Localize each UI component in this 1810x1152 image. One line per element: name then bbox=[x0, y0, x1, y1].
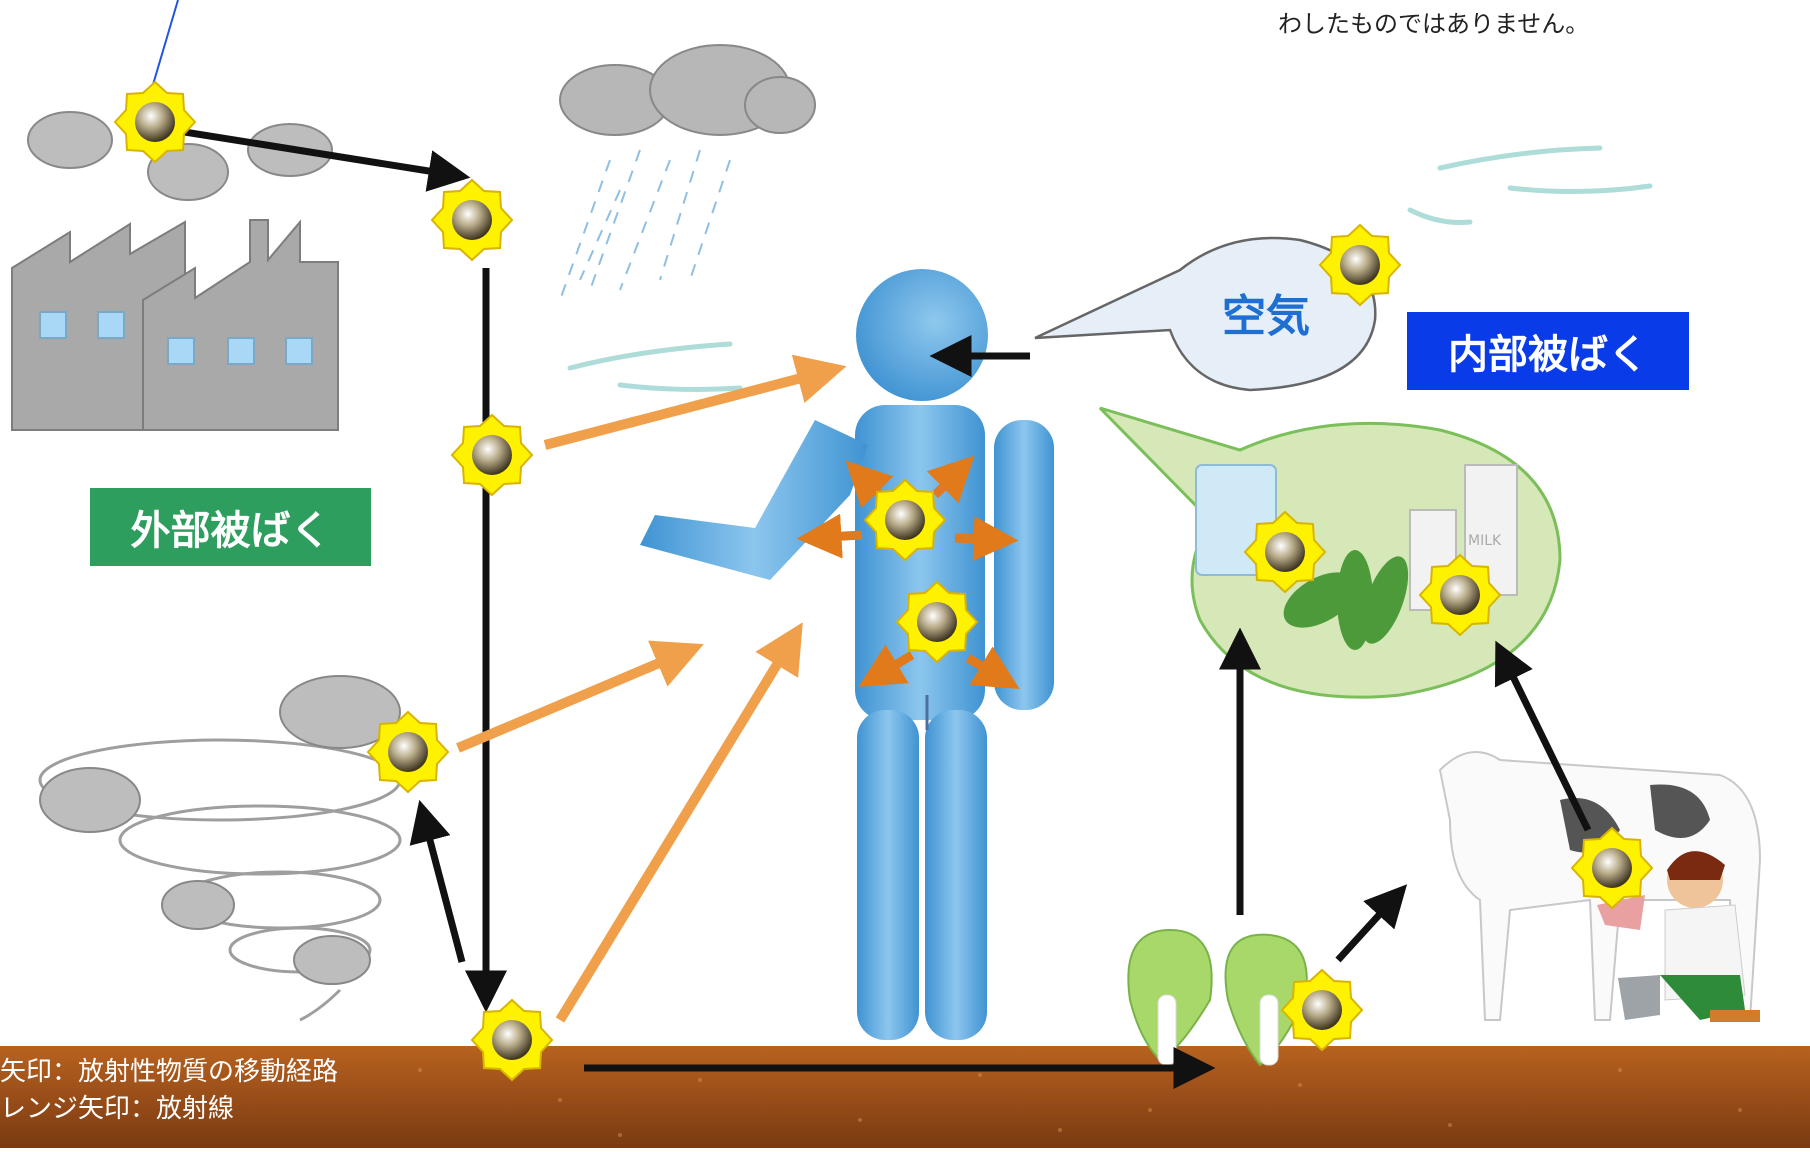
wind-icon bbox=[567, 145, 1653, 392]
human-figure bbox=[640, 269, 1054, 1040]
path-arrow bbox=[409, 799, 466, 963]
svg-text:MILK: MILK bbox=[1468, 533, 1502, 549]
cloud-icon bbox=[39, 675, 401, 985]
radiation-arrows bbox=[456, 354, 847, 1023]
path-arrow bbox=[171, 126, 471, 192]
air-label: 空気 bbox=[1222, 291, 1310, 342]
soil-speckles bbox=[418, 1068, 1742, 1137]
soil-ground bbox=[0, 1046, 1810, 1148]
path-arrow bbox=[1494, 640, 1592, 832]
farmer-icon bbox=[1597, 851, 1760, 1022]
migration-path-arrows bbox=[171, 126, 1592, 1089]
spinach-icon bbox=[1283, 550, 1409, 650]
radiation-arrow bbox=[456, 640, 704, 753]
disclaimer-note: わしたものではありません。 bbox=[1278, 10, 1590, 38]
legend: 矢印：放射性物質の移動経路 レンジ矢印：放射線 bbox=[0, 1054, 338, 1128]
food-speech-bubble: MILK bbox=[1098, 406, 1562, 699]
internal-radiation-arrows bbox=[796, 455, 1020, 689]
cabbage-icon bbox=[1127, 928, 1308, 1067]
cloud-icon bbox=[27, 111, 333, 201]
external-exposure-label: 外部被ばく bbox=[90, 488, 371, 566]
legend-path-arrow: 矢印：放射性物質の移動経路 bbox=[0, 1057, 339, 1087]
rain-cloud-icon bbox=[559, 44, 816, 301]
legend-radiation-arrow: レンジ矢印：放射線 bbox=[0, 1094, 235, 1124]
cabbage-icon bbox=[1157, 994, 1279, 1066]
internal-exposure-label: 内部被ばく bbox=[1407, 312, 1689, 390]
radiation-arrow bbox=[555, 622, 803, 1023]
leader-line bbox=[151, 0, 179, 89]
factory-icon bbox=[11, 219, 339, 431]
radiation-arrow bbox=[543, 354, 847, 450]
air-speech-bubble bbox=[1034, 236, 1377, 392]
path-arrow bbox=[1335, 884, 1408, 963]
